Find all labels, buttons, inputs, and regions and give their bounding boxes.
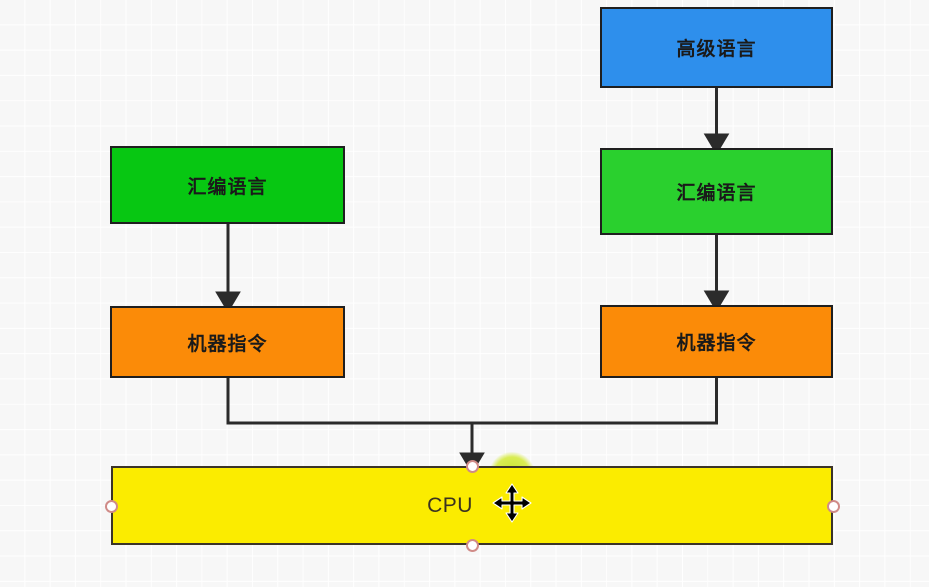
node-assembly-language-right[interactable]: 汇编语言 [600,148,833,235]
edge-machine-left-to-cpu[interactable] [226,378,472,425]
node-cpu[interactable]: CPU [111,466,833,545]
node-label: 汇编语言 [187,176,268,198]
node-label: 高级语言 [676,39,757,60]
selection-handle-bottom[interactable] [466,539,479,552]
node-assembly-language-left[interactable]: 汇编语言 [110,146,345,224]
node-label: CPU [427,493,473,517]
node-label: 机器指令 [676,333,757,354]
selection-handle-right[interactable] [827,500,840,513]
node-label: 汇编语言 [676,183,757,204]
node-label: 机器指令 [187,333,268,355]
selection-handle-top[interactable] [466,460,479,473]
move-cursor-icon [491,482,533,524]
edge-machine-right-to-cpu[interactable] [472,378,718,425]
node-machine-instruction-left[interactable]: 机器指令 [110,306,345,378]
selection-handle-left[interactable] [105,500,118,513]
node-high-level-language[interactable]: 高级语言 [600,7,833,88]
node-machine-instruction-right[interactable]: 机器指令 [600,305,833,378]
